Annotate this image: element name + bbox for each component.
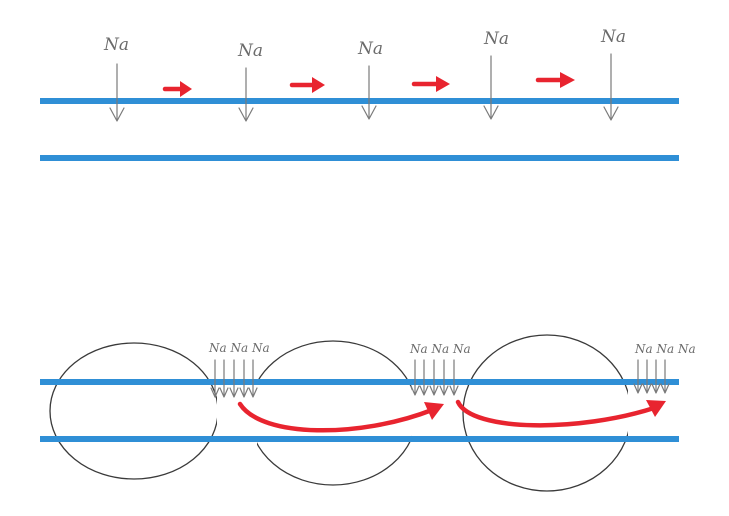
propagation-arrow	[289, 77, 325, 93]
na-label: Na	[357, 39, 383, 59]
na-label: Na	[103, 35, 129, 55]
node-na-cluster-label: Na Na Na	[634, 342, 696, 356]
na-influx-arrow	[210, 359, 220, 398]
na-influx-arrow	[410, 359, 420, 396]
propagation-arrow	[411, 76, 450, 92]
na-influx-arrow	[238, 67, 254, 122]
na-label: Na	[483, 29, 509, 49]
saltatory-jump-arrow	[455, 399, 666, 428]
myelin-sheath	[248, 340, 418, 486]
saltatory-jump-arrow	[237, 401, 444, 433]
node-na-influx-arrows	[633, 359, 670, 394]
na-influx-arrow	[660, 359, 670, 394]
na-influx-arrow	[633, 359, 643, 394]
node-na-influx-arrows	[410, 359, 459, 396]
na-influx-arrow	[651, 359, 661, 394]
na-influx-arrow	[239, 359, 249, 398]
na-influx-arrow	[449, 359, 459, 396]
na-influx-arrow	[219, 359, 229, 398]
na-influx-arrow	[642, 359, 652, 394]
na-influx-arrow	[229, 359, 239, 398]
na-influx-arrow	[109, 63, 125, 122]
na-influx-arrow	[419, 359, 429, 396]
node-na-cluster-label: Na Na Na	[409, 342, 471, 356]
na-influx-arrow	[429, 359, 439, 396]
myelin-sheath	[462, 334, 632, 492]
propagation-arrow	[535, 72, 575, 88]
node-na-influx-arrows	[210, 359, 258, 398]
na-influx-arrow	[248, 359, 258, 398]
myelin-sheath	[49, 342, 219, 480]
na-influx-arrow	[439, 359, 449, 396]
node-na-cluster-label: Na Na Na	[208, 341, 270, 355]
propagation-arrow	[162, 81, 192, 97]
continuous-conduction-panel: Na Na Na Na Na	[40, 27, 679, 161]
na-influx-arrow	[603, 53, 619, 121]
na-influx-arrow	[483, 55, 499, 120]
saltatory-conduction-panel: Na Na Na Na Na Na Na Na Na	[40, 334, 696, 492]
na-label: Na	[237, 41, 263, 61]
na-label: Na	[600, 27, 626, 47]
na-influx-arrow	[361, 65, 377, 120]
